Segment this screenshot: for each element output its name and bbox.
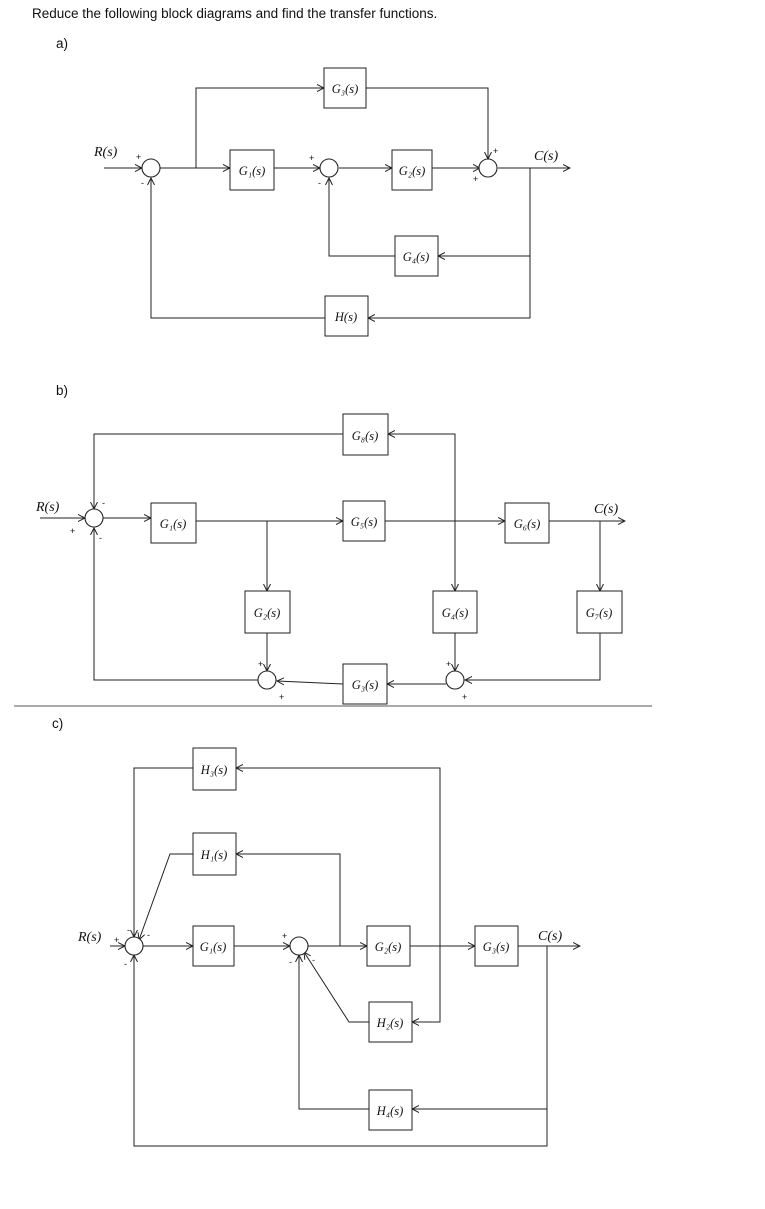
sign-minus: -	[289, 957, 292, 967]
sign-plus: +	[279, 692, 284, 702]
sign-plus: +	[114, 935, 119, 945]
diagram-c-block-h1	[192, 832, 237, 876]
sign-plus: +	[258, 659, 263, 669]
sign-plus: +	[70, 526, 75, 536]
diagram-b-g3-label: G₃(s)	[352, 678, 379, 692]
diagram-a-input-label: R(s)	[93, 145, 118, 160]
diagram-a: G₁(s) G₂(s) G₃(s) G₄(s) H(s) R(s) C(s) +…	[93, 67, 570, 337]
diagram-b-output-label: C(s)	[594, 502, 618, 517]
diagram-a-output-label: C(s)	[534, 149, 558, 164]
diagram-b-block-g8	[342, 413, 389, 456]
diagram-c-g1-label: G₁(s)	[200, 940, 227, 954]
diagram-c-summing-junction-2	[289, 936, 309, 956]
diagram-b-g6-label: G₆(s)	[514, 517, 541, 531]
diagram-a-block-g2	[391, 149, 433, 191]
diagram-c-g3-label: G₃(s)	[483, 940, 510, 954]
diagram-c-h3-label: H₃(s)	[200, 763, 228, 777]
sign-minus: -	[318, 178, 321, 188]
diagram-b-block-g7	[576, 590, 623, 634]
diagram-a-g1-label: G₁(s)	[239, 164, 266, 178]
diagram-b-summing-junction-3	[445, 670, 465, 690]
diagram-b-summing-junction-1	[84, 508, 104, 528]
diagram-c-block-g3	[474, 925, 519, 967]
diagram-c-g2-label: G₂(s)	[375, 940, 402, 954]
diagram-b-g5-label: G₅(s)	[351, 515, 378, 529]
diagram-a-summing-junction-1	[141, 158, 161, 178]
diagram-b-wires	[40, 434, 625, 684]
sign-plus: +	[282, 931, 287, 941]
diagram-c: G₁(s) G₂(s) G₃(s) H₁(s) H₂(s) H₃(s) H₄(s…	[77, 747, 580, 1147]
diagram-a-g4-label: G₄(s)	[403, 250, 430, 264]
sign-minus: -	[124, 959, 127, 969]
part-c-label: c)	[52, 716, 64, 731]
diagram-b-input-label: R(s)	[35, 500, 60, 515]
diagram-c-block-h4	[368, 1089, 413, 1131]
diagram-a-wires	[104, 88, 570, 318]
diagram-b-block-g4	[432, 590, 478, 634]
part-a-label: a)	[56, 36, 69, 51]
diagram-a-block-g4	[394, 235, 439, 277]
sign-plus: +	[493, 146, 498, 156]
diagram-c-h2-label: H₂(s)	[376, 1016, 404, 1030]
diagram-c-h1-label: H₁(s)	[200, 848, 228, 862]
diagram-b-block-g6	[504, 502, 550, 544]
diagram-b-g7-label: G₇(s)	[586, 606, 613, 620]
diagram-a-block-g1	[229, 149, 275, 191]
sign-minus: -	[99, 533, 102, 543]
sign-plus: +	[473, 174, 478, 184]
diagram-b-g4-label: G₄(s)	[442, 606, 469, 620]
diagram-b-g2-label: G₂(s)	[254, 606, 281, 620]
diagram-a-g3-label: G₃(s)	[332, 82, 359, 96]
diagram-c-block-h3	[192, 747, 237, 791]
sign-plus: +	[136, 152, 141, 162]
diagram-a-g2-label: G₂(s)	[399, 164, 426, 178]
instruction-text: Reduce the following block diagrams and …	[32, 6, 438, 21]
diagram-a-block-g3	[323, 67, 367, 109]
diagram-b: G₁(s) G₂(s) G₃(s) G₄(s) G₅(s) G₆(s) G₇(s…	[35, 413, 625, 705]
diagram-c-summing-junction-1	[124, 936, 144, 956]
sign-minus: -	[127, 925, 130, 935]
diagram-c-h4-label: H₄(s)	[376, 1104, 404, 1118]
diagram-c-block-h2	[368, 1001, 413, 1043]
sign-minus: -	[147, 930, 150, 940]
sign-minus: -	[141, 178, 144, 188]
sign-plus: +	[462, 692, 467, 702]
sign-plus: +	[309, 153, 314, 163]
diagram-b-block-g3	[342, 663, 388, 705]
diagram-b-block-g1	[150, 502, 197, 544]
diagram-c-wires	[110, 768, 580, 1147]
diagram-b-g1-label: G₁(s)	[160, 517, 187, 531]
part-b-label: b)	[56, 383, 69, 398]
diagram-c-block-g1	[192, 925, 235, 967]
diagram-a-summing-junction-3	[478, 158, 498, 178]
diagram-b-summing-junction-2	[257, 670, 277, 690]
diagram-b-block-g2	[244, 590, 291, 634]
diagram-c-input-label: R(s)	[77, 930, 102, 945]
sign-minus: -	[312, 955, 315, 965]
diagram-b-block-g5	[342, 500, 386, 542]
diagram-c-output-label: C(s)	[538, 929, 562, 944]
sign-plus: +	[446, 659, 451, 669]
diagram-b-g8-label: G₈(s)	[352, 429, 379, 443]
sign-minus: -	[102, 498, 105, 508]
diagram-a-h-label: H(s)	[334, 310, 357, 324]
diagram-a-block-h	[324, 295, 369, 337]
diagram-c-block-g2	[366, 925, 411, 967]
diagram-a-summing-junction-2	[319, 158, 339, 178]
